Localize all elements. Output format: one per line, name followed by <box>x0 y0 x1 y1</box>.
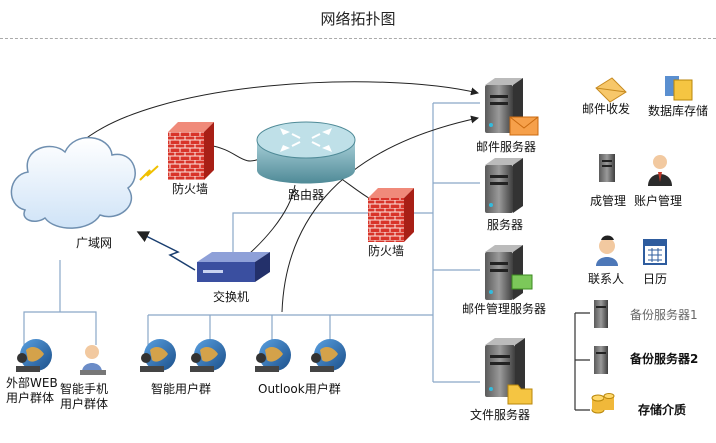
management-server-icon <box>599 154 615 182</box>
wan-label: 广域网 <box>76 236 113 250</box>
smart-users-label: 智能用户群 <box>151 382 212 396</box>
title-divider <box>0 38 716 39</box>
user-globe-icon <box>140 339 176 372</box>
switch-icon <box>197 252 270 282</box>
legend-manage-label: 成管理 <box>590 194 627 208</box>
switch-label: 交换机 <box>213 290 250 304</box>
backup-server-icon <box>594 346 608 374</box>
file-server-label: 文件服务器 <box>470 408 531 422</box>
outlook-users-label: Outlook用户群 <box>258 382 341 396</box>
storage-media-icon <box>591 393 615 414</box>
legend-backup2-label: 备份服务器2 <box>630 352 699 366</box>
contact-person-icon <box>596 235 618 266</box>
mail-server-label: 邮件服务器 <box>476 140 537 154</box>
file-server-icon <box>485 338 533 405</box>
user-globe-icon <box>310 339 346 372</box>
legend-db-label: 数据库存储 <box>648 104 709 118</box>
legend-mail-label: 邮件收发 <box>582 102 631 116</box>
server-label: 服务器 <box>487 218 524 232</box>
firewall-label: 防火墙 <box>172 182 209 196</box>
user-globe-icon <box>16 339 52 372</box>
legend-storage-label: 存储介质 <box>638 403 687 417</box>
wireless-link-icon <box>136 231 196 271</box>
user-globe-icon <box>190 339 226 372</box>
lightning-icon <box>139 165 159 181</box>
legend-contact-label: 联系人 <box>588 272 625 286</box>
money-icon <box>511 274 533 290</box>
user-globe-icon <box>255 339 291 372</box>
legend-account-label: 账户管理 <box>634 194 683 208</box>
firewall-icon <box>168 122 214 180</box>
external-web-label-line2: 用户群体 <box>6 391 55 405</box>
router-icon <box>256 121 356 184</box>
firewall-icon <box>368 188 414 242</box>
server-icon <box>485 158 523 213</box>
smartphone-users-label: 智能手机 <box>60 382 109 396</box>
smartphone-users-label-line2: 用户群体 <box>60 397 109 411</box>
page-title: 网络拓扑图 <box>320 10 396 28</box>
folder-icon <box>507 384 533 405</box>
legend-backup1-label: 备份服务器1 <box>630 308 698 322</box>
smartphone-user-icon <box>80 345 106 375</box>
connection-lines <box>23 102 590 411</box>
mail-management-server-label: 邮件管理服务器 <box>462 302 547 316</box>
external-web-label: 外部WEB <box>6 376 58 390</box>
backup-server-icon <box>594 300 608 328</box>
router-label: 路由器 <box>288 188 325 202</box>
curved-links <box>77 81 479 313</box>
wan-cloud-icon <box>10 136 136 229</box>
envelope-icon <box>509 116 539 136</box>
database-storage-icon <box>665 76 693 101</box>
mail-server-icon <box>485 78 539 136</box>
mail-management-server-icon <box>485 245 533 300</box>
firewall-label: 防火墙 <box>368 244 405 258</box>
account-user-icon <box>648 155 672 186</box>
calendar-icon <box>643 239 667 265</box>
mail-icon <box>595 77 627 103</box>
legend-calendar-label: 日历 <box>643 272 668 286</box>
